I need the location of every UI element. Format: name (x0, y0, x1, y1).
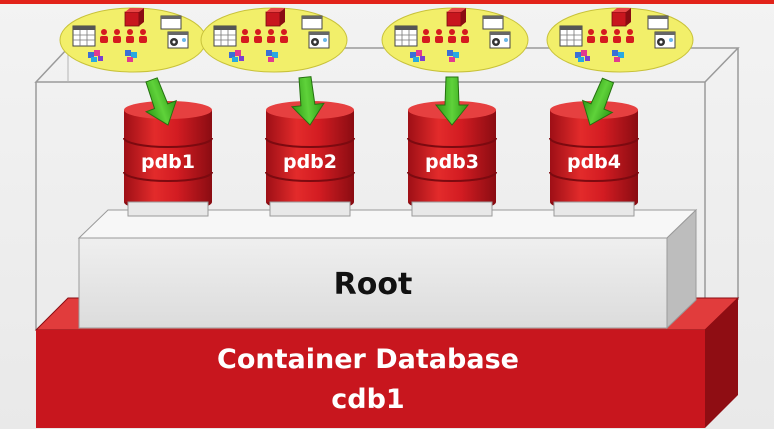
pdb-label: pdb4 (567, 151, 621, 173)
pdb-cylinder-3: pdb3 (407, 100, 497, 217)
application-bubble-3 (381, 7, 529, 73)
root-label: Root (334, 267, 413, 302)
application-bubble-4 (546, 7, 694, 73)
top-accent-rule (0, 0, 774, 4)
root-container: Root (77, 208, 698, 330)
pdb-cylinder-4: pdb4 (549, 100, 639, 217)
pdb-label: pdb2 (283, 151, 337, 173)
pdb-label: pdb3 (425, 151, 479, 173)
application-bubble-1 (59, 7, 207, 73)
pdb-label: pdb1 (141, 151, 195, 173)
container-outline (34, 47, 740, 330)
pdb-cylinder-1: pdb1 (123, 100, 213, 217)
container-database-name: cdb1 (331, 384, 404, 415)
pdb-cylinder-2: pdb2 (265, 100, 355, 217)
application-bubble-2 (200, 7, 348, 73)
container-database-title: Container Database (217, 344, 519, 375)
